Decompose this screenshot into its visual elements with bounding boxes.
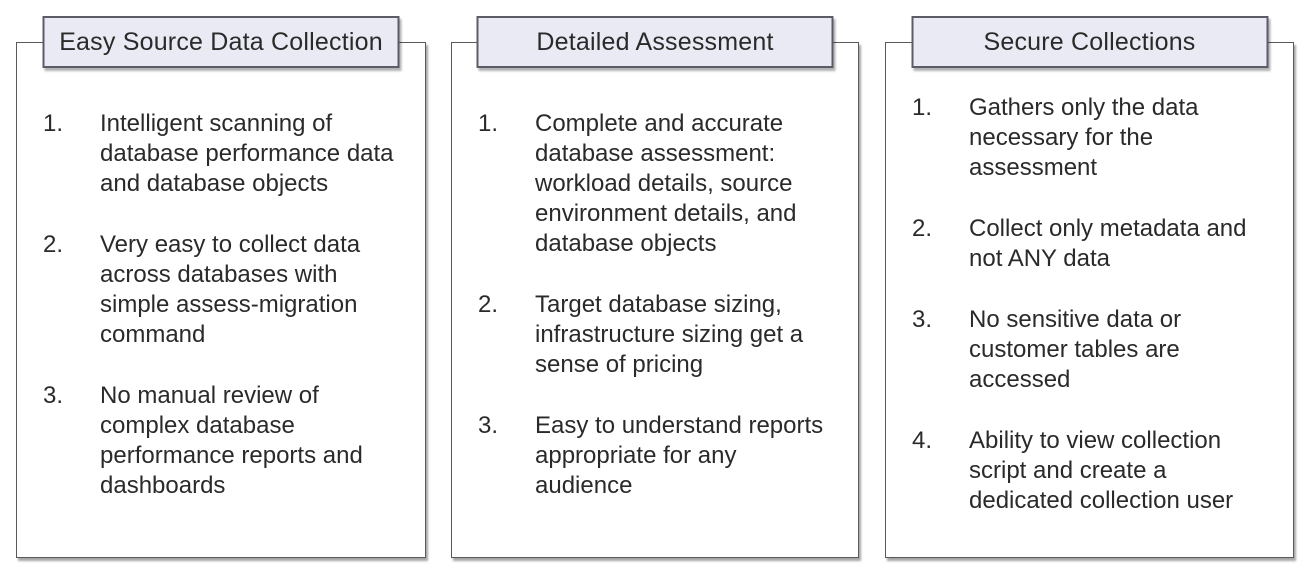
panel-body-box: 1. Intelligent scanning of database perf… [16, 42, 426, 558]
list-item-text: Easy to understand reports appropriate f… [535, 412, 824, 499]
panel-detailed-assessment: 1. Complete and accurate database assess… [451, 16, 859, 558]
list-item: 3. No manual review of complex database … [43, 381, 419, 501]
panel-secure-collections: 1. Gathers only the data necessary for t… [885, 16, 1294, 558]
list-item: 4. Ability to view collection script and… [912, 426, 1287, 516]
list-item-number: 2. [43, 231, 64, 258]
list-item-number: 4. [912, 427, 933, 454]
list-item-number: 1. [912, 94, 933, 121]
list-item-number: 3. [478, 412, 499, 439]
list-item-text: Collect only metadata and not ANY data [969, 215, 1247, 272]
list-item-number: 3. [43, 382, 64, 409]
list-item-text: No sensitive data or customer tables are… [969, 306, 1182, 393]
list-item-text: Target database sizing, infrastructure s… [535, 291, 804, 378]
list-item-number: 3. [912, 306, 933, 333]
panel-title: Detailed Assessment [536, 27, 774, 56]
list-item-text: Gathers only the data necessary for the … [969, 94, 1199, 181]
panel-header: Easy Source Data Collection [42, 16, 400, 68]
panel-body-box: 1. Gathers only the data necessary for t… [885, 42, 1294, 558]
list-item-text: Complete and accurate database assessmen… [535, 110, 797, 257]
panel-header: Secure Collections [911, 16, 1268, 68]
panel-header: Detailed Assessment [476, 16, 834, 68]
list-item: 2. Collect only metadata and not ANY dat… [912, 214, 1287, 274]
list-item-text: Intelligent scanning of database perform… [100, 110, 394, 197]
panel-body-box: 1. Complete and accurate database assess… [451, 42, 859, 558]
list-item: 2. Very easy to collect data across data… [43, 230, 419, 350]
list-item-number: 1. [43, 110, 64, 137]
list-item-text: Ability to view collection script and cr… [969, 427, 1234, 514]
list-item: 2. Target database sizing, infrastructur… [478, 290, 852, 380]
list-item: 1. Gathers only the data necessary for t… [912, 93, 1287, 183]
feature-list: 1. Intelligent scanning of database perf… [17, 43, 425, 501]
list-item-number: 2. [478, 291, 499, 318]
panel-title: Easy Source Data Collection [59, 27, 383, 56]
panel-easy-source-data-collection: 1. Intelligent scanning of database perf… [16, 16, 426, 558]
list-item-number: 2. [912, 215, 933, 242]
list-item: 1. Complete and accurate database assess… [478, 109, 852, 259]
panel-title: Secure Collections [983, 27, 1196, 56]
list-item-text: No manual review of complex database per… [100, 382, 363, 499]
feature-list: 1. Complete and accurate database assess… [452, 43, 858, 501]
list-item: 3. Easy to understand reports appropriat… [478, 411, 852, 501]
feature-list: 1. Gathers only the data necessary for t… [886, 43, 1293, 516]
list-item-number: 1. [478, 110, 499, 137]
list-item: 1. Intelligent scanning of database perf… [43, 109, 419, 199]
list-item: 3. No sensitive data or customer tables … [912, 305, 1287, 395]
list-item-text: Very easy to collect data across databas… [100, 231, 361, 348]
